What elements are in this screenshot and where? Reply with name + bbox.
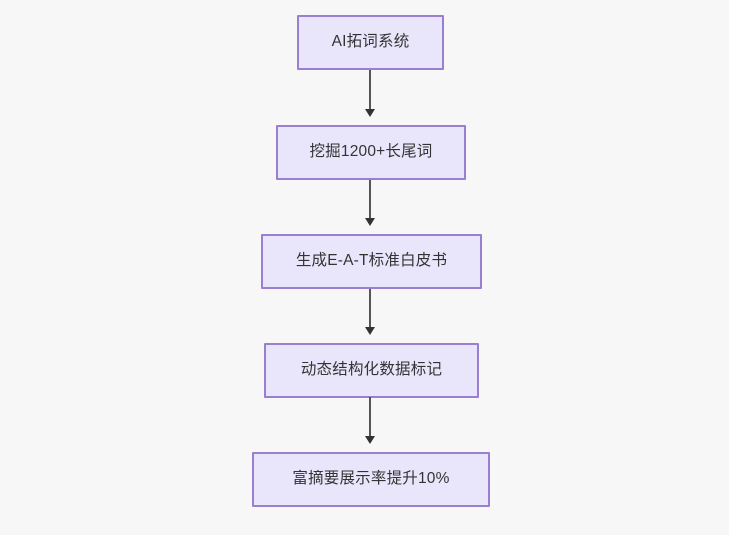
- flow-node-label: 挖掘1200+长尾词: [309, 143, 433, 161]
- flow-node-dynamic-structured-data-markup[interactable]: 动态结构化数据标记: [264, 343, 479, 398]
- flow-node-label: 富摘要展示率提升10%: [292, 470, 450, 488]
- edge-line: [369, 180, 371, 219]
- flow-node-label: AI拓词系统: [331, 33, 410, 51]
- edge-line: [369, 397, 371, 437]
- arrowhead-icon: [365, 436, 375, 444]
- flow-node-label: 生成E-A-T标准白皮书: [295, 252, 448, 270]
- flow-node-mine-longtail-keywords[interactable]: 挖掘1200+长尾词: [276, 125, 466, 180]
- arrowhead-icon: [365, 109, 375, 117]
- arrowhead-icon: [365, 218, 375, 226]
- arrowhead-icon: [365, 327, 375, 335]
- flow-node-generate-eat-whitepaper[interactable]: 生成E-A-T标准白皮书: [261, 234, 482, 289]
- edge-line: [369, 70, 371, 110]
- flow-node-label: 动态结构化数据标记: [300, 361, 443, 379]
- flow-node-ai-keyword-system[interactable]: AI拓词系统: [297, 15, 444, 70]
- edge-line: [369, 289, 371, 328]
- flow-node-rich-snippet-impression-lift[interactable]: 富摘要展示率提升10%: [252, 452, 490, 507]
